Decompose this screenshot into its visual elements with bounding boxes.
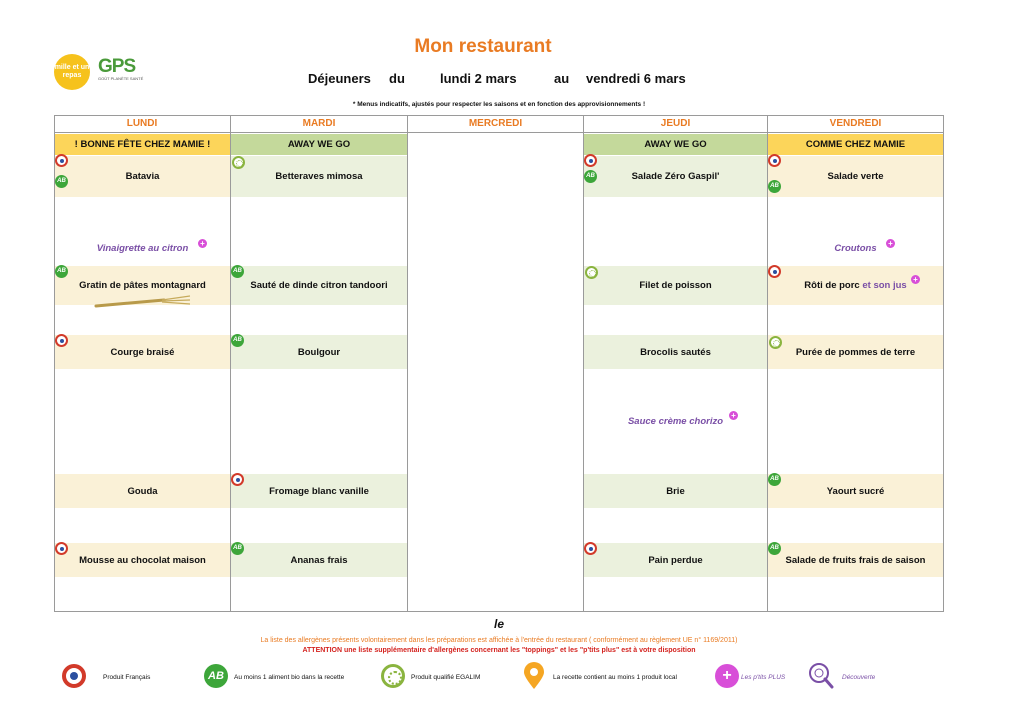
- menu-item-vendredi-entree: Salade verte: [768, 156, 943, 197]
- allergen-info: La liste des allergènes présents volonta…: [260, 637, 738, 644]
- day-header-mardi: MARDI: [302, 118, 336, 129]
- organic-ab-icon: AB: [55, 265, 68, 278]
- allergen-warning: ATTENTION une liste supplémentaire d'all…: [302, 647, 696, 654]
- from-word: du: [389, 71, 405, 86]
- french-flag-icon: [55, 542, 68, 555]
- menu-item-mardi-entree: Betteraves mimosa: [231, 156, 407, 197]
- header-divider: [54, 132, 944, 133]
- to-word: au: [554, 71, 570, 86]
- theme-jeudi: AWAY WE GO: [584, 134, 767, 155]
- organic-ab-icon: AB: [584, 170, 597, 183]
- french-flag-icon: [768, 154, 781, 167]
- organic-ab-icon: AB: [768, 473, 781, 486]
- theme-mardi: AWAY WE GO: [231, 134, 407, 155]
- menu-item-vendredi-accomp: Purée de pommes de terre: [768, 335, 943, 369]
- day-header-jeudi: JEUDI: [660, 118, 691, 129]
- day-header-vendredi: VENDREDI: [829, 118, 882, 129]
- topping-jeudi: Sauce crème chorizo: [627, 415, 724, 427]
- egalim-icon: [585, 266, 598, 279]
- organic-ab-icon: AB: [204, 664, 228, 688]
- legend-label: La recette contient au moins 1 produit l…: [553, 674, 677, 681]
- plat-name: Rôti de porc: [804, 280, 860, 291]
- ptits-plus-icon: +: [715, 664, 739, 688]
- menu-item-jeudi-dessert: Pain perdue: [584, 543, 767, 577]
- day-header-mercredi: MERCREDI: [468, 118, 523, 129]
- french-flag-icon: [768, 265, 781, 278]
- menu-item-vendredi-fromage: Yaourt sucré: [768, 474, 943, 508]
- menu-item-mardi-plat: Sauté de dinde citron tandoori: [231, 266, 407, 305]
- organic-ab-icon: AB: [55, 175, 68, 188]
- egalim-icon: [232, 156, 245, 169]
- french-flag-icon: [584, 542, 597, 555]
- plat-extra: et son jus: [862, 280, 907, 291]
- legend-label: Produit Français: [103, 674, 151, 681]
- organic-ab-icon: AB: [768, 180, 781, 193]
- topping-vendredi: Croutons: [834, 242, 877, 254]
- menu-item-vendredi-plat: Rôti de porc et son jus: [768, 266, 943, 305]
- menu-item-vendredi-dessert: Salade de fruits frais de saison: [768, 543, 943, 577]
- day-header-lundi: LUNDI: [126, 118, 158, 129]
- column-divider: [407, 115, 408, 612]
- page-title: Mon restaurant: [414, 36, 552, 57]
- organic-ab-icon: AB: [231, 334, 244, 347]
- from-date: lundi 2 mars: [440, 71, 517, 86]
- menu-item-jeudi-accomp: Brocolis sautés: [584, 335, 767, 369]
- ptits-plus-icon: +: [729, 411, 738, 420]
- menu-item-lundi-plat: Gratin de pâtes montagnard: [55, 266, 230, 305]
- column-divider: [230, 115, 231, 612]
- discovery-icon: [809, 663, 834, 689]
- menu-item-mardi-dessert: Ananas frais: [231, 543, 407, 577]
- column-divider: [583, 115, 584, 612]
- golden-fork-icon: [94, 295, 191, 308]
- theme-lundi: ! BONNE FÊTE CHEZ MAMIE !: [55, 134, 230, 155]
- legend-label: Les p'tits PLUS: [741, 674, 786, 681]
- legend-label: Au moins 1 aliment bio dans la recette: [234, 674, 345, 681]
- menu-item-jeudi-plat: Filet de poisson: [584, 266, 767, 305]
- ptits-plus-icon: +: [198, 239, 207, 248]
- french-flag-icon: [584, 154, 597, 167]
- meal-label: Déjeuners: [308, 71, 371, 86]
- legend-label: Produit qualifié EGALIM: [411, 674, 481, 681]
- gps-logo: GPS GOÛT PLANÈTE SANTÉ: [98, 56, 144, 81]
- ptits-plus-icon: +: [911, 275, 920, 284]
- footer-le: le: [493, 617, 504, 631]
- french-flag-icon: [231, 473, 244, 486]
- to-date: vendredi 6 mars: [586, 71, 686, 86]
- topping-lundi: Vinaigrette au citron: [96, 242, 189, 254]
- menu-grid: [54, 115, 944, 612]
- egalim-icon: [769, 336, 782, 349]
- french-flag-icon: [55, 334, 68, 347]
- french-flag-icon: [55, 154, 68, 167]
- ptits-plus-icon: +: [886, 239, 895, 248]
- mille-et-un-repas-logo: mille et un repas: [54, 54, 90, 90]
- menu-item-lundi-dessert: Mousse au chocolat maison: [55, 543, 230, 577]
- menu-item-jeudi-fromage: Brie: [584, 474, 767, 508]
- menu-note: * Menus indicatifs, ajustés pour respect…: [352, 101, 646, 108]
- egalim-icon: [381, 664, 405, 688]
- menu-item-lundi-fromage: Gouda: [55, 474, 230, 508]
- menu-item-lundi-entree: Batavia: [55, 156, 230, 197]
- theme-vendredi: COMME CHEZ MAMIE: [768, 134, 943, 155]
- french-product-icon: [62, 664, 86, 688]
- local-product-icon: [524, 662, 544, 689]
- organic-ab-icon: AB: [231, 542, 244, 555]
- organic-ab-icon: AB: [768, 542, 781, 555]
- organic-ab-icon: AB: [231, 265, 244, 278]
- menu-item-mardi-accomp: Boulgour: [231, 335, 407, 369]
- column-divider: [767, 115, 768, 612]
- legend-label: Découverte: [842, 674, 876, 681]
- menu-item-mardi-fromage: Fromage blanc vanille: [231, 474, 407, 508]
- menu-item-lundi-accomp: Courge braisé: [55, 335, 230, 369]
- menu-item-jeudi-entree: Salade Zéro Gaspil': [584, 156, 767, 197]
